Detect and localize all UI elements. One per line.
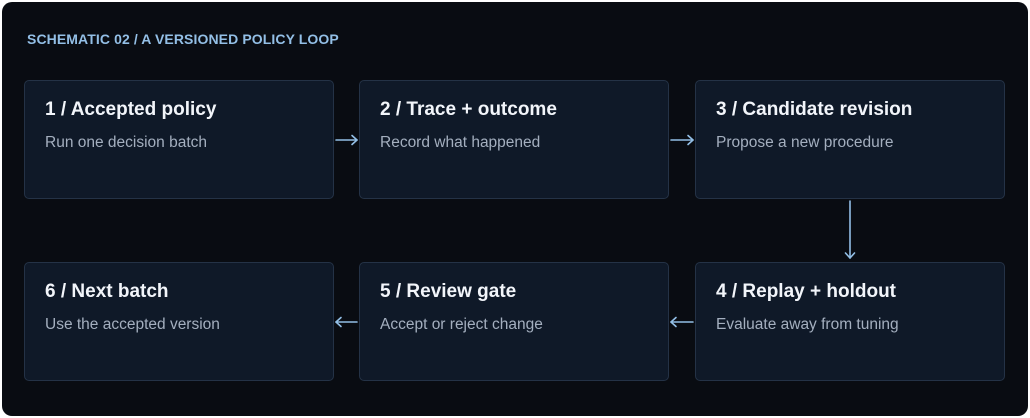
step-subtitle: Evaluate away from tuning xyxy=(716,316,899,333)
step-title: 5 / Review gate xyxy=(380,281,517,302)
step-card-candidate-revision: 3 / Candidate revision Propose a new pro… xyxy=(695,80,1005,199)
step-title: 4 / Replay + holdout xyxy=(716,281,896,302)
arrow-right-icon xyxy=(335,134,358,146)
step-card-next-batch: 6 / Next batch Use the accepted version xyxy=(24,262,334,381)
step-title: 6 / Next batch xyxy=(45,281,169,302)
step-title: 1 / Accepted policy xyxy=(45,99,217,120)
step-card-trace-outcome: 2 / Trace + outcome Record what happened xyxy=(359,80,669,199)
step-subtitle: Record what happened xyxy=(380,134,541,151)
step-subtitle: Propose a new procedure xyxy=(716,134,894,151)
step-card-review-gate: 5 / Review gate Accept or reject change xyxy=(359,262,669,381)
step-title: 2 / Trace + outcome xyxy=(380,99,557,120)
arrow-left-icon xyxy=(335,316,358,328)
arrow-down-icon xyxy=(844,200,856,259)
diagram-heading: SCHEMATIC 02 / A VERSIONED POLICY LOOP xyxy=(27,31,339,47)
arrow-left-icon xyxy=(670,316,694,328)
step-subtitle: Run one decision batch xyxy=(45,134,208,151)
step-subtitle: Use the accepted version xyxy=(45,316,220,333)
step-subtitle: Accept or reject change xyxy=(380,316,543,333)
arrow-right-icon xyxy=(670,134,694,146)
step-card-replay-holdout: 4 / Replay + holdout Evaluate away from … xyxy=(695,262,1005,381)
step-title: 3 / Candidate revision xyxy=(716,99,913,120)
step-card-accepted-policy: 1 / Accepted policy Run one decision bat… xyxy=(24,80,334,199)
